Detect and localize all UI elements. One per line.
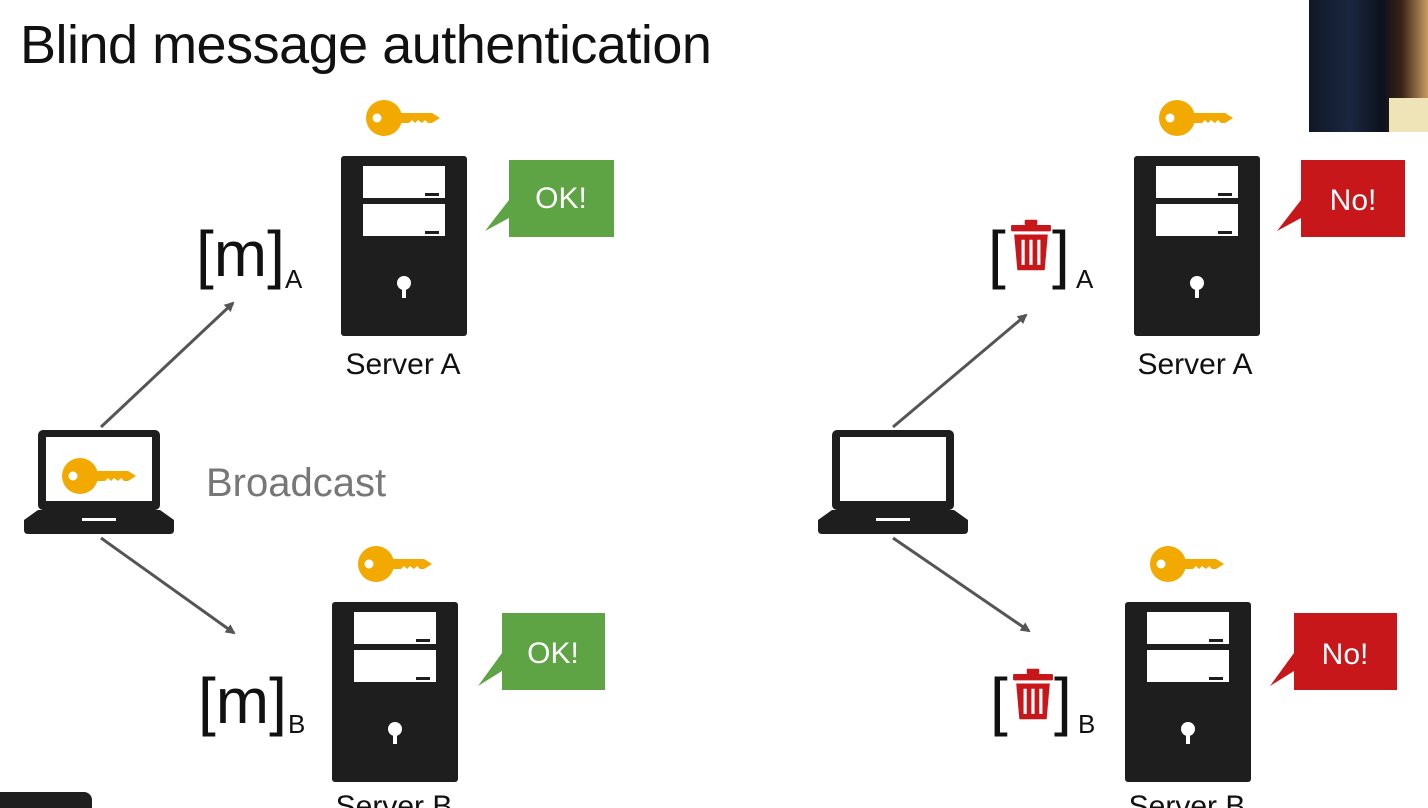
arrow-to-server-a <box>99 301 235 429</box>
right-panel: [ ] A [ ] B Server A No! Server B No! <box>818 100 1405 808</box>
right-server-a-response: No! <box>1330 184 1377 217</box>
message-b: [m] B <box>198 665 305 739</box>
message-a-subscript: A <box>285 264 303 294</box>
right-server-b-label: Server B <box>1129 790 1246 808</box>
slide-title: Blind message authentication <box>20 15 712 75</box>
server-b-ok-bubble: OK! <box>478 613 605 690</box>
trash-icon <box>1013 668 1053 720</box>
svg-text:[m]: [m] <box>196 218 285 290</box>
server-a-icon <box>341 156 467 336</box>
broadcast-label: Broadcast <box>206 461 386 505</box>
server-b-response: OK! <box>527 637 579 670</box>
right-server-a-icon <box>1134 156 1260 336</box>
arrow-to-right-server-b <box>892 536 1031 633</box>
right-server-a-no-bubble: No! <box>1277 160 1405 237</box>
client-laptop-icon <box>24 430 174 534</box>
server-b-key-icon <box>358 546 432 582</box>
svg-text:[: [ <box>988 218 1006 290</box>
message-b-body: m <box>216 665 269 737</box>
svg-text:]: ] <box>1054 665 1072 737</box>
right-server-b-response: No! <box>1322 638 1369 671</box>
garbage-message-b-subscript: B <box>1078 709 1095 739</box>
left-panel: Broadcast [m] A [m] B Server A OK! Serve… <box>24 100 614 808</box>
presenter-video-thumbnail <box>1309 0 1428 132</box>
server-a-key-icon <box>366 100 440 136</box>
right-server-a-key-icon <box>1159 100 1233 136</box>
svg-text:[m]: [m] <box>198 665 287 737</box>
trash-icon <box>1011 219 1051 271</box>
garbage-message-b: [ ] B <box>990 665 1095 739</box>
arrow-to-server-b <box>100 536 236 635</box>
server-b-label: Server B <box>336 790 453 808</box>
right-server-b-key-icon <box>1150 546 1224 582</box>
garbage-message-a: [ ] A <box>988 218 1094 294</box>
attacker-laptop-icon <box>818 430 968 534</box>
right-server-b-icon <box>1125 602 1251 782</box>
right-server-b-no-bubble: No! <box>1270 613 1397 690</box>
server-b-icon <box>332 602 458 782</box>
server-a-label: Server A <box>345 348 460 381</box>
right-server-a-label: Server A <box>1137 348 1252 381</box>
message-a: [m] A <box>196 218 303 294</box>
garbage-message-a-subscript: A <box>1076 264 1094 294</box>
arrow-to-right-server-a <box>892 313 1028 429</box>
server-a-ok-bubble: OK! <box>485 160 614 237</box>
message-b-subscript: B <box>288 709 305 739</box>
server-a-response: OK! <box>535 182 587 215</box>
message-a-body: m <box>214 218 267 290</box>
svg-text:]: ] <box>1052 218 1070 290</box>
svg-text:[: [ <box>990 665 1008 737</box>
video-player-control-tab[interactable] <box>0 792 92 808</box>
